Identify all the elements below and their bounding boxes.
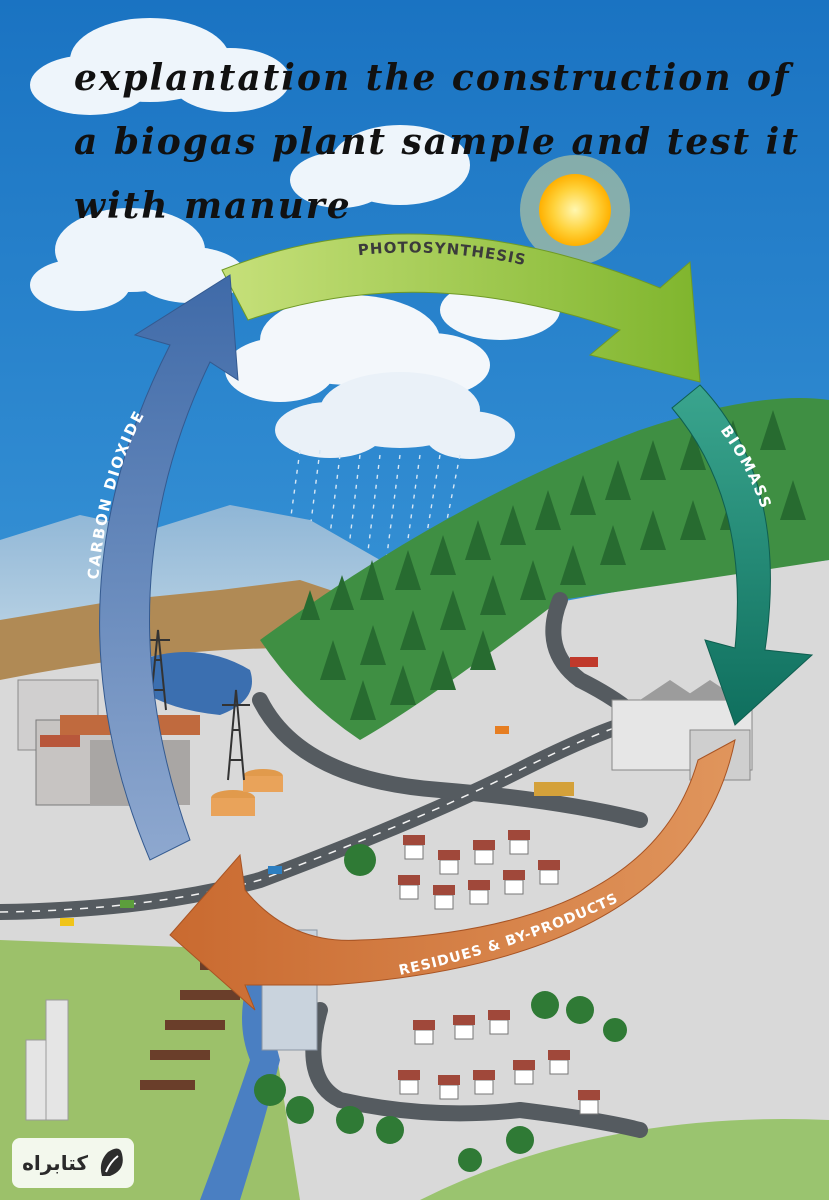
- sun-icon: [520, 155, 630, 265]
- title-line: with manure: [74, 185, 352, 227]
- farm-silos: [25, 999, 69, 1121]
- vehicles: [60, 657, 598, 926]
- storage-tanks: [211, 769, 283, 816]
- title-line: a biogas plant sample and test it: [74, 121, 800, 163]
- factory: [611, 680, 753, 781]
- cloud-top-right: [290, 125, 470, 208]
- forest-hill: [260, 398, 829, 740]
- title-line: explantation the construction of: [74, 57, 791, 99]
- village-trees: [254, 844, 627, 1172]
- watermark-badge: کتابراه: [12, 1138, 134, 1188]
- lake: [140, 652, 252, 715]
- carbon-dioxide-arrow: [99, 274, 239, 861]
- book-leaf-icon: [100, 1148, 123, 1176]
- cloud-top-left: [30, 18, 290, 115]
- watermark-text: کتابراه: [22, 1151, 88, 1175]
- power-towers: [146, 629, 250, 781]
- houses: [398, 830, 600, 1115]
- rain-cloud: [275, 372, 515, 459]
- cloud-left: [30, 208, 245, 311]
- photosynthesis-arrow: [221, 233, 701, 383]
- green-hill-bottom: [420, 1119, 829, 1200]
- residues-arrow: [169, 739, 736, 1011]
- road-center-lines: [0, 719, 641, 913]
- page-title: explantation the construction of a bioga…: [74, 46, 800, 238]
- biomass-arrow: [671, 384, 814, 726]
